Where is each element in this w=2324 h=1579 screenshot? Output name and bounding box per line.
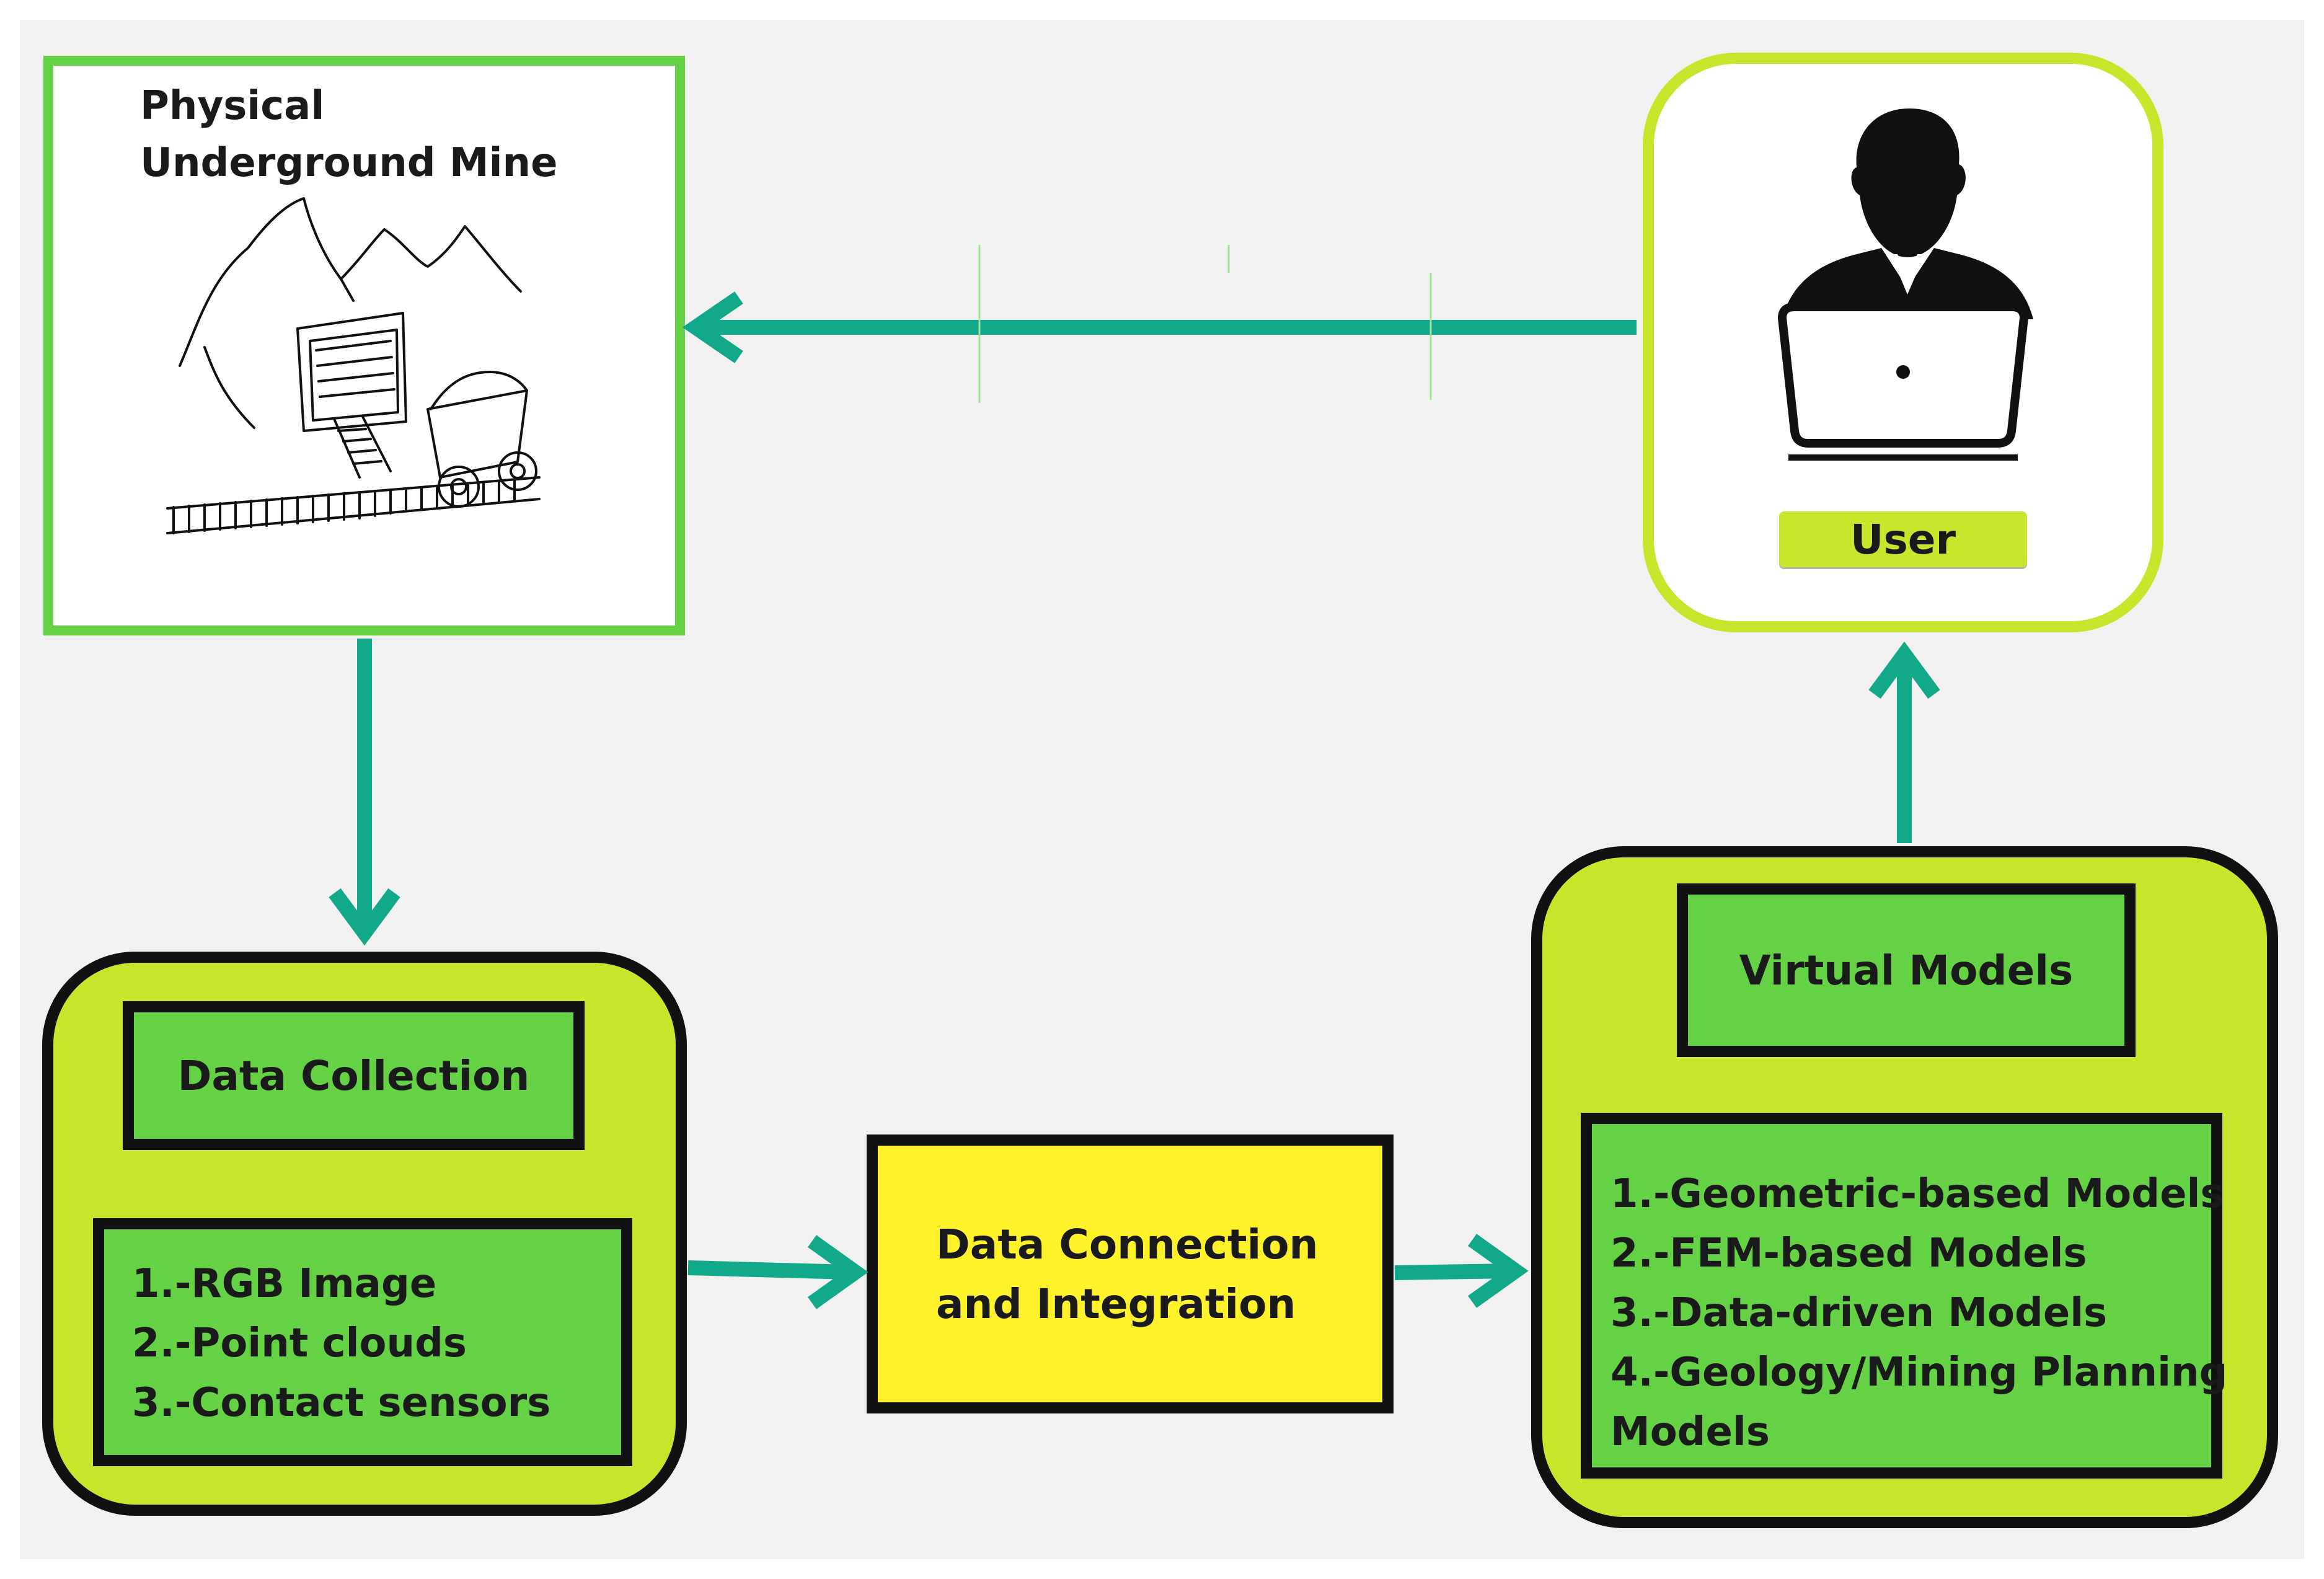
data-collection-header: Data Collection	[123, 1001, 585, 1150]
data-connection-node	[867, 1134, 1394, 1413]
list-item: 3.-Data-driven Models	[1610, 1290, 2108, 1336]
user-label: User	[1779, 511, 2027, 567]
list-item: 1.-Geometric-based Models	[1610, 1171, 2224, 1217]
physical-mine-title: Physical Underground Mine	[140, 77, 557, 192]
person-at-laptop-icon	[1778, 108, 2033, 461]
list-item: 2.-FEM-based Models	[1610, 1231, 2087, 1276]
data-connection-label: Data Connection and Integration	[936, 1215, 1319, 1334]
data-collection-items: 1.-RGB Image 2.-Point clouds 3.-Contact …	[93, 1218, 632, 1466]
edge-user-to-mine	[682, 291, 1637, 363]
edge-mine-to-data-collection	[329, 639, 400, 946]
list-item: 4.-Geology/Mining Planning	[1610, 1350, 2228, 1395]
mine-entrance-illustration	[166, 197, 541, 534]
list-item: 3.-Contact sensors	[132, 1380, 551, 1426]
data-connection-line1: Data Connection	[936, 1221, 1319, 1268]
physical-mine-title-line2: Underground Mine	[140, 140, 558, 186]
virtual-models-items: 1.-Geometric-based Models 2.-FEM-based M…	[1581, 1113, 2228, 1479]
list-item: Models	[1610, 1409, 1770, 1455]
list-item: 2.-Point clouds	[132, 1320, 467, 1366]
virtual-models-header: Virtual Models	[1677, 883, 2136, 1057]
edge-data-connection-to-virtual-models	[1394, 1234, 1529, 1308]
edge-virtual-models-to-user	[1868, 641, 1940, 843]
list-item: 1.-RGB Image	[132, 1261, 437, 1307]
data-connection-line2: and Integration	[936, 1280, 1296, 1328]
physical-mine-node	[43, 56, 685, 635]
edge-data-collection-to-data-connection	[687, 1235, 868, 1309]
physical-mine-title-line1: Physical	[140, 83, 325, 129]
